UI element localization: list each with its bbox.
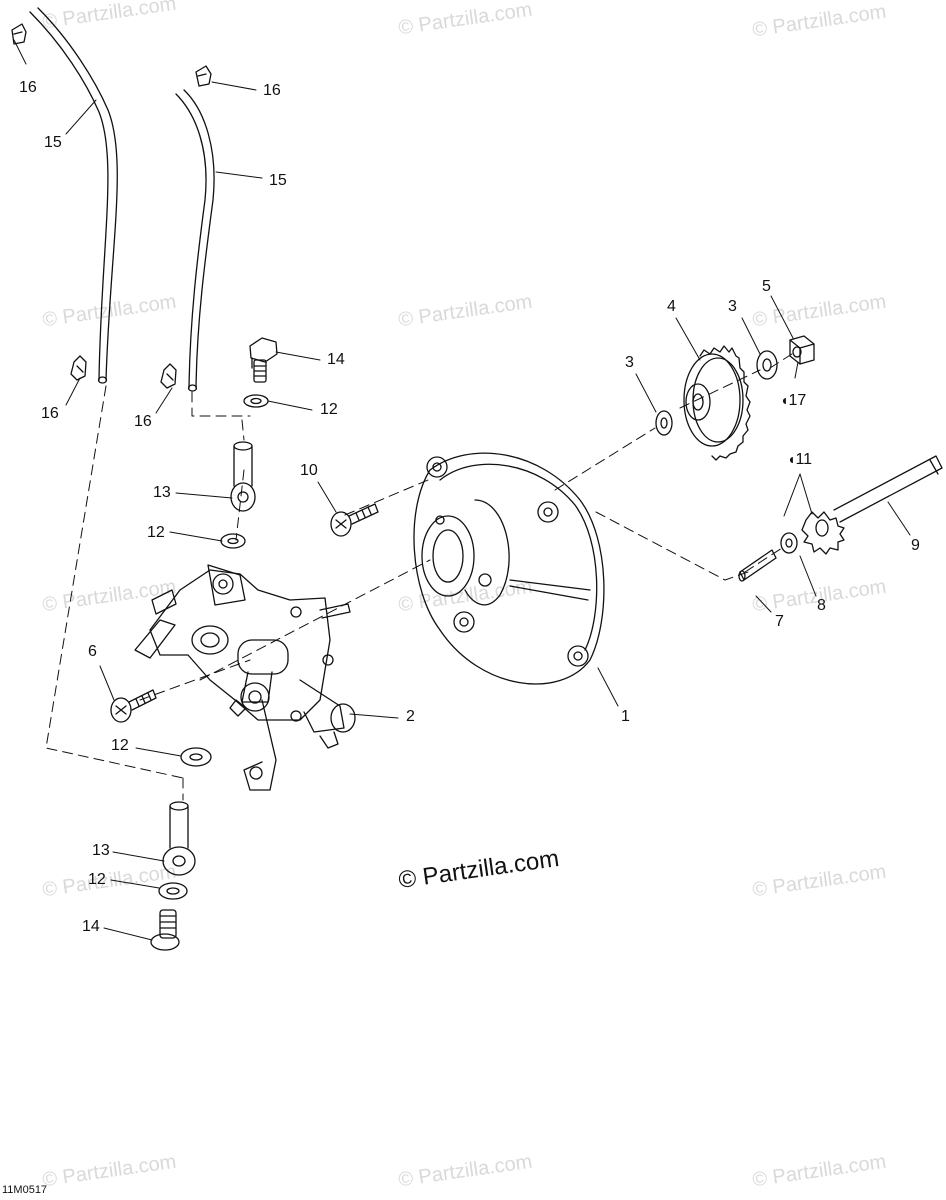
banjo-bolt-icon — [150, 909, 180, 951]
pump-cover-icon — [413, 452, 605, 685]
pinion-gear-icon — [801, 511, 845, 555]
washer-icon — [180, 747, 212, 767]
hose-left — [29, 7, 118, 384]
callout-3: 3 — [728, 298, 737, 315]
screw-icon — [330, 503, 379, 537]
screw-icon — [110, 689, 157, 723]
callout-1: 1 — [621, 708, 630, 725]
callout-12: 12 — [111, 737, 129, 754]
banjo-fitting-icon — [162, 801, 196, 876]
callout-4: 4 — [667, 298, 676, 315]
callout-11: ◖11 — [787, 451, 813, 468]
callout-3: 3 — [625, 354, 634, 371]
callout-7: 7 — [775, 613, 784, 630]
callout-15: 15 — [269, 172, 287, 189]
washer-icon — [243, 394, 269, 408]
callout-17: ◖17 — [780, 392, 807, 409]
hose-clamp-icon — [195, 65, 212, 87]
callout-6: 6 — [88, 643, 97, 660]
washer-icon — [780, 532, 798, 554]
pin-icon — [738, 549, 777, 582]
hose-clamp-icon — [70, 355, 87, 381]
washer-icon — [158, 882, 188, 900]
callout-16: 16 — [41, 405, 59, 422]
banjo-fitting-icon — [230, 441, 256, 512]
oil-pump-icon — [134, 564, 356, 791]
hose-clamp-icon — [11, 23, 27, 45]
oil-drop-icon: ◖ — [780, 392, 789, 408]
washer-icon — [220, 533, 246, 549]
callout-13: 13 — [92, 842, 110, 859]
callout-16: 16 — [19, 79, 37, 96]
hose-clamp-icon — [160, 363, 177, 389]
washer-icon — [655, 410, 673, 436]
callout-12: 12 — [147, 524, 165, 541]
callout-2: 2 — [406, 708, 415, 725]
callout-5: 5 — [762, 278, 771, 295]
pump-shaft-icon — [833, 455, 943, 523]
callout-13: 13 — [153, 484, 171, 501]
washer-icon — [756, 350, 778, 380]
callout-10: 10 — [300, 462, 318, 479]
gear-icon — [683, 345, 751, 461]
callout-9: 9 — [911, 537, 920, 554]
banjo-bolt-icon — [249, 337, 278, 383]
callout-12: 12 — [320, 401, 338, 418]
callout-12: 12 — [88, 871, 106, 888]
hose-right — [175, 89, 215, 392]
nut-icon — [789, 335, 815, 365]
callout-14: 14 — [82, 918, 100, 935]
oil-drop-icon: ◖ — [787, 451, 796, 467]
callout-8: 8 — [817, 597, 826, 614]
callout-16: 16 — [134, 413, 152, 430]
callout-14: 14 — [327, 351, 345, 368]
drawing-code: 11M0517 — [2, 1184, 48, 1196]
callout-16: 16 — [263, 82, 281, 99]
callout-15: 15 — [44, 134, 62, 151]
